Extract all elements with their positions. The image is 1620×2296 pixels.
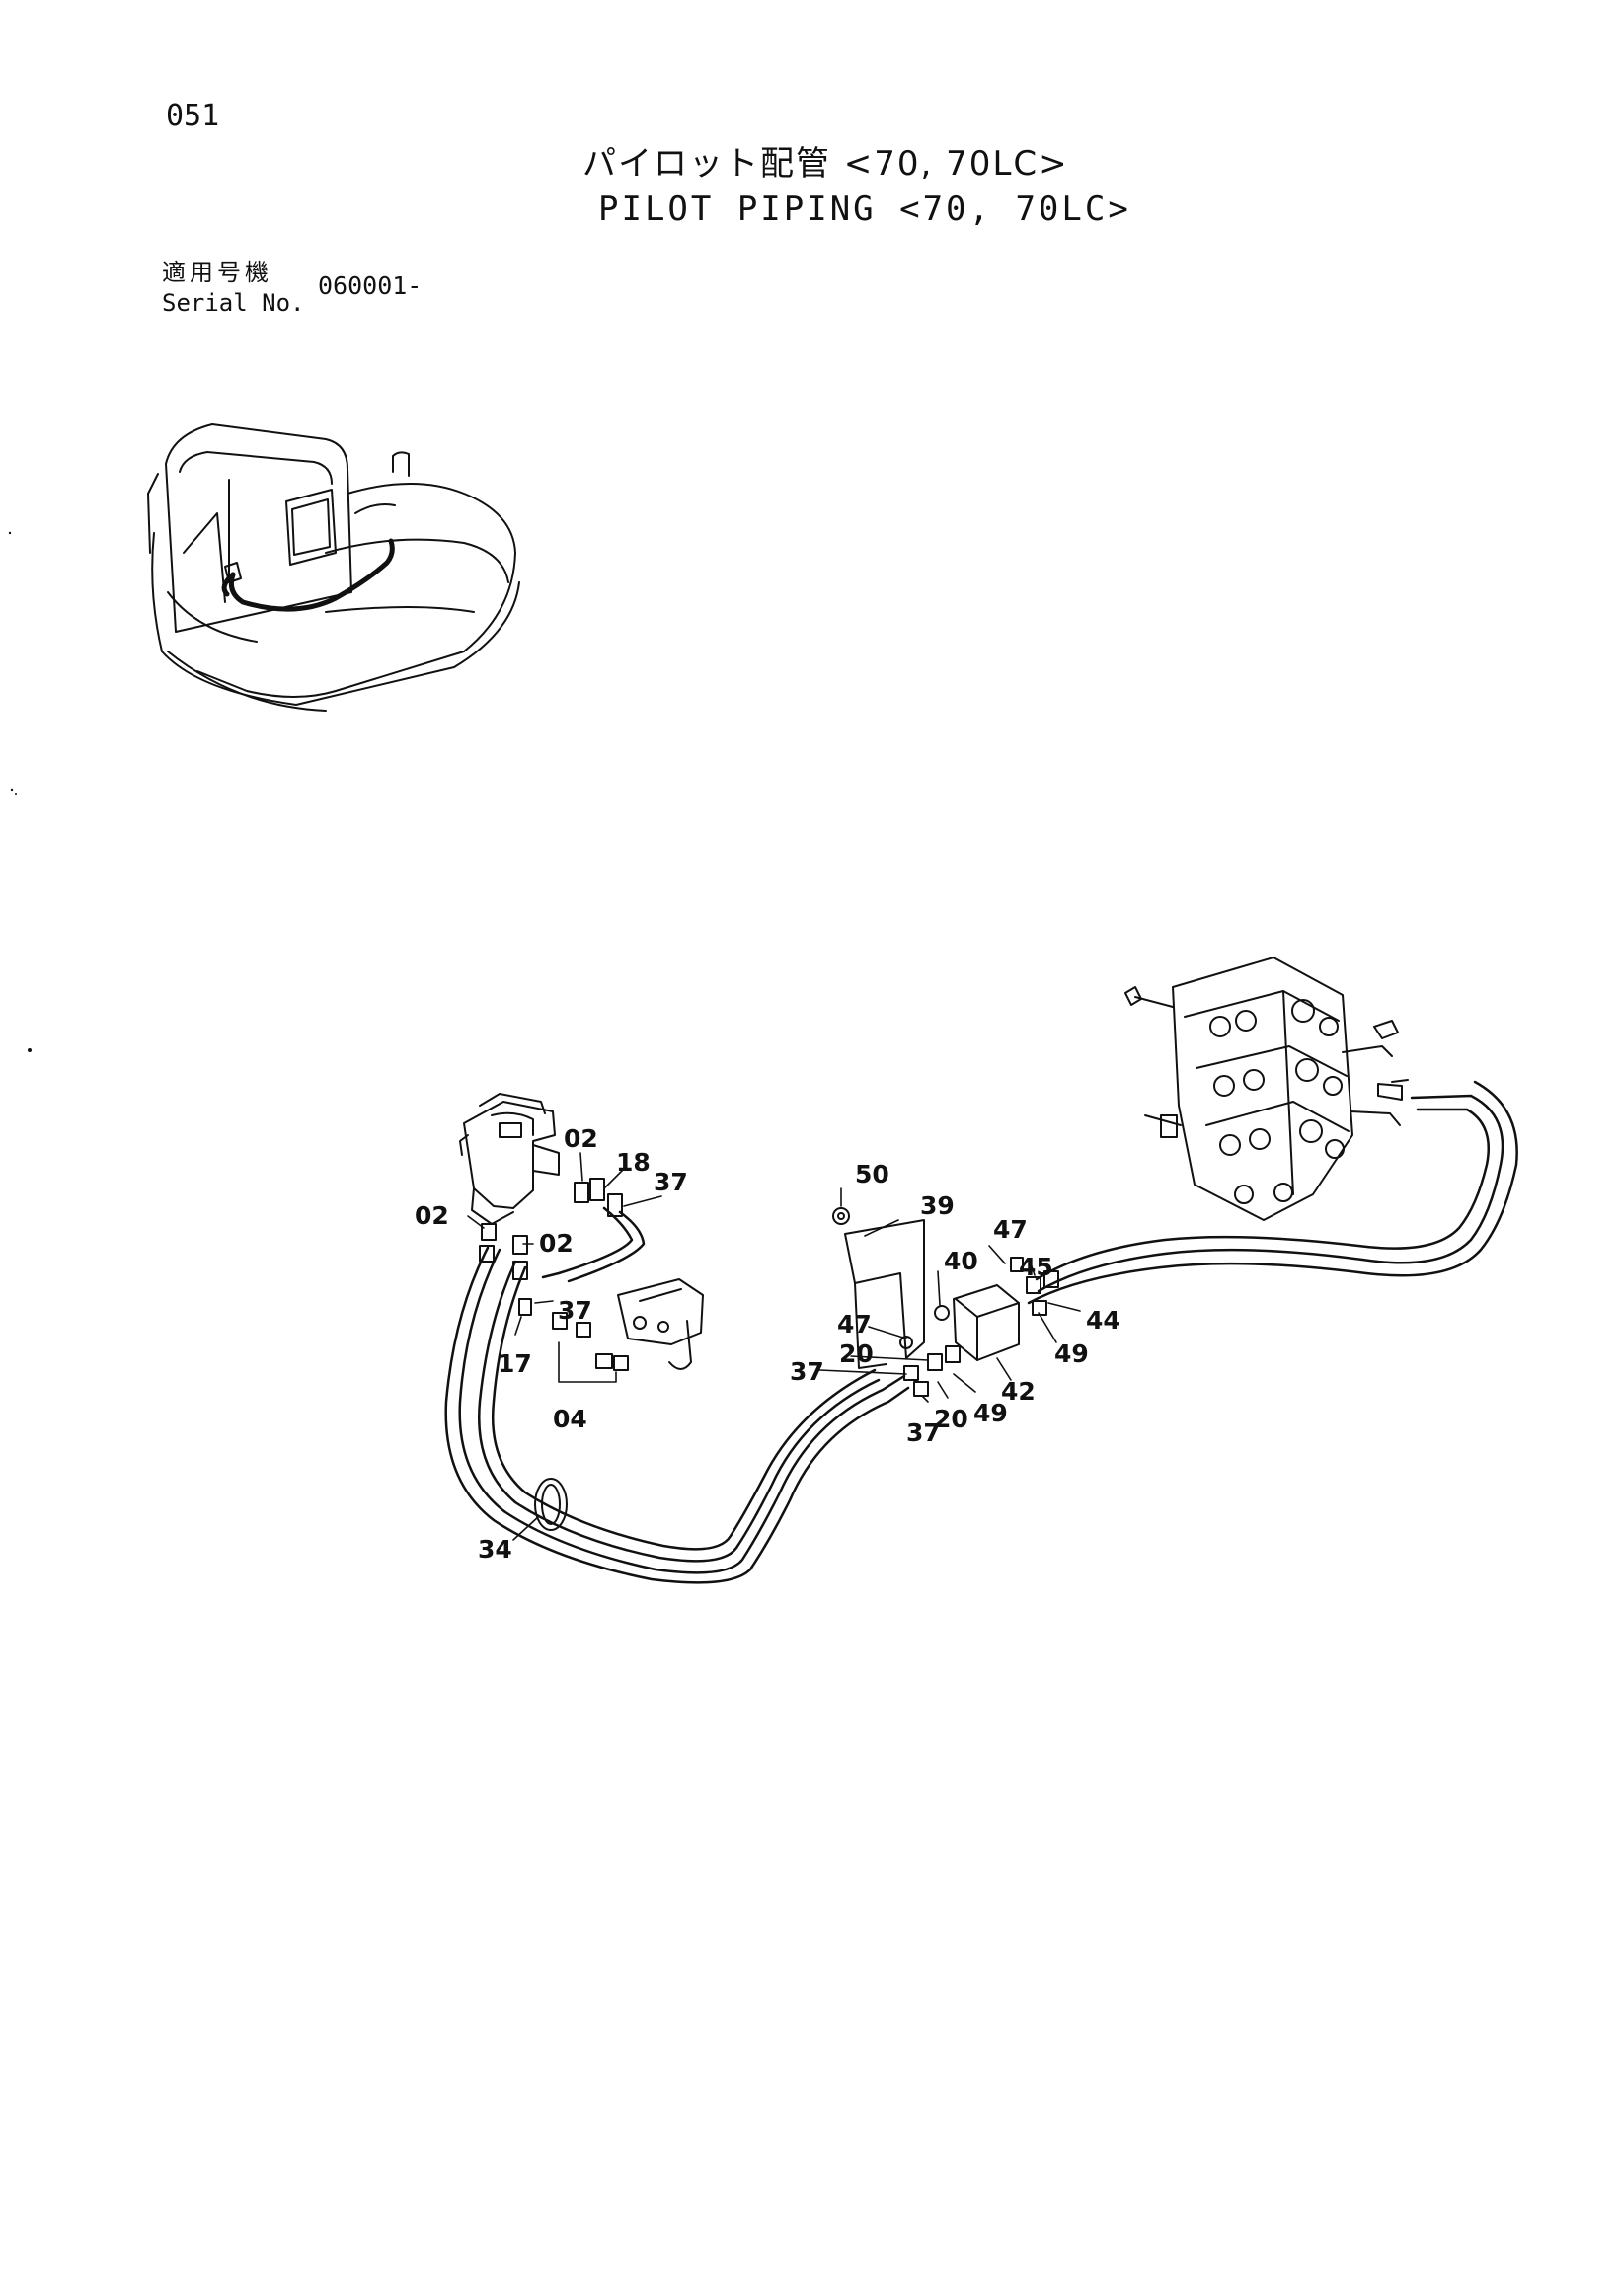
control-valve-icon <box>1124 957 1409 1221</box>
page-title-english: PILOT PIPING <70, 70LC> <box>598 190 1131 229</box>
callout-47-top: 47 <box>993 1215 1028 1244</box>
scan-specks <box>8 531 32 1052</box>
valve-block-icon <box>903 1257 1059 1397</box>
callout-39: 39 <box>920 1191 955 1220</box>
callout-45: 45 <box>1019 1253 1053 1281</box>
callout-37-bottom: 37 <box>906 1418 941 1447</box>
callout-44: 44 <box>1086 1306 1120 1335</box>
callout-37-top: 37 <box>654 1168 688 1196</box>
callout-18: 18 <box>616 1148 651 1177</box>
callout-02-top: 02 <box>564 1124 598 1153</box>
callout-17: 17 <box>498 1349 532 1378</box>
callout-20-top: 20 <box>839 1339 874 1368</box>
callout-37-mid: 37 <box>558 1296 592 1325</box>
callout-49-right: 49 <box>1054 1339 1089 1368</box>
excavator-overview-icon <box>147 423 520 712</box>
callout-leaders <box>467 1152 1081 1541</box>
callout-49-bottom: 49 <box>973 1399 1008 1427</box>
callout-42: 42 <box>1001 1377 1036 1406</box>
page-number: 051 <box>166 99 220 133</box>
callout-20-bottom: 20 <box>934 1405 968 1433</box>
page-title-japanese: パイロット配管 <70, 70LC> <box>582 144 1069 184</box>
callout-34: 34 <box>478 1535 512 1564</box>
lever-bracket-icon <box>518 1278 704 1371</box>
pilot-valve-icon <box>459 1093 623 1280</box>
mounting-bracket-icon <box>832 1207 950 1369</box>
hose-bundle <box>444 1080 1518 1584</box>
callout-40: 40 <box>944 1247 978 1275</box>
serial-number-value: 060001- <box>318 271 423 300</box>
callout-02-right: 02 <box>539 1229 574 1258</box>
callout-labels: 02 18 37 02 02 37 17 04 50 39 40 47 45 4… <box>415 1124 1120 1564</box>
callout-50: 50 <box>855 1160 889 1188</box>
callout-02-left: 02 <box>415 1201 449 1230</box>
callout-04: 04 <box>553 1405 587 1433</box>
hose-clamp-icon <box>534 1478 568 1531</box>
serial-label-japanese: 適用号機 <box>162 259 272 286</box>
serial-label-english: Serial No. <box>162 289 305 317</box>
callout-47-left: 47 <box>837 1310 872 1339</box>
callout-37-left: 37 <box>790 1357 824 1386</box>
